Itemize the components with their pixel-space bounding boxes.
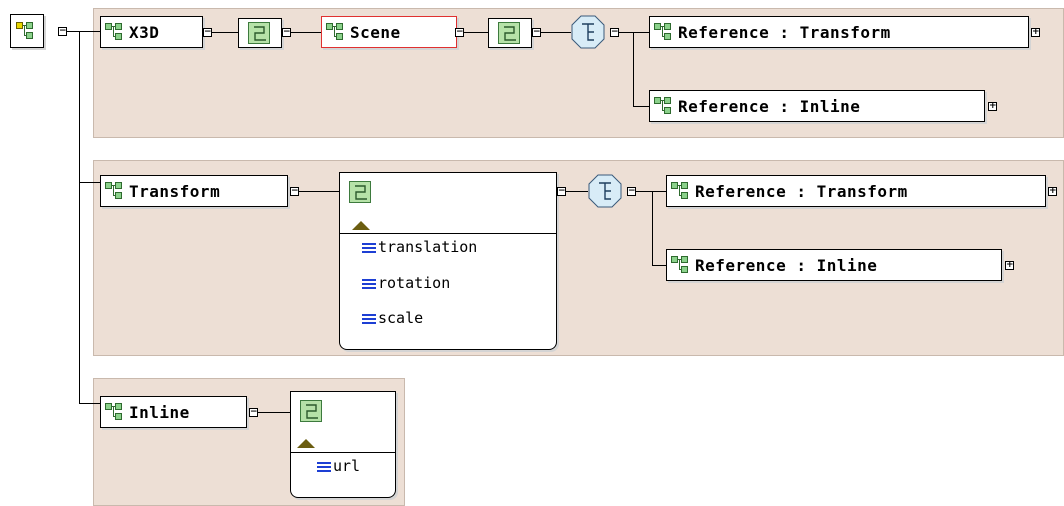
attributes-box: translation rotation scale <box>339 234 557 350</box>
schema-root-icon[interactable] <box>10 14 44 48</box>
attribute-url[interactable]: url <box>317 457 360 475</box>
element-label: Scene <box>350 22 401 42</box>
connector <box>633 32 634 106</box>
element-icon <box>654 21 676 43</box>
connector <box>541 32 571 33</box>
choice-icon <box>582 23 594 41</box>
element-label: Reference : Transform <box>678 22 891 42</box>
reference-inline-expand-toggle[interactable]: + <box>1005 260 1014 270</box>
sequence-expand-toggle[interactable]: − <box>532 27 541 37</box>
attribute-icon <box>317 461 331 472</box>
attribute-translation[interactable]: translation <box>362 238 477 256</box>
transform-expand-toggle[interactable]: − <box>290 186 299 196</box>
inline-expand-toggle[interactable]: − <box>249 407 258 417</box>
sequence-icon <box>498 22 520 44</box>
attribute-icon <box>362 242 376 253</box>
element-icon <box>105 180 127 202</box>
element-icon <box>654 95 676 117</box>
attribute-label: scale <box>378 309 424 327</box>
reference-transform[interactable]: Reference : Transform <box>666 175 1046 207</box>
connector <box>652 265 666 266</box>
attribute-scale[interactable]: scale <box>362 309 423 327</box>
choice-icon <box>599 182 611 200</box>
element-icon <box>671 180 693 202</box>
element-label: Reference : Inline <box>695 255 878 275</box>
connector <box>619 32 649 33</box>
connector <box>291 32 321 33</box>
attributes-box: url <box>290 453 396 498</box>
element-icon <box>671 254 693 276</box>
sequence-compositor[interactable] <box>488 18 532 48</box>
reference-inline-expand-toggle[interactable]: + <box>988 101 997 111</box>
element-label: Reference : Transform <box>695 181 908 201</box>
choice-expand-toggle[interactable]: − <box>627 186 636 196</box>
reference-transform[interactable]: Reference : Transform <box>649 16 1029 48</box>
x3d-expand-toggle[interactable]: − <box>203 27 212 37</box>
choice-compositor[interactable] <box>571 15 605 49</box>
element-label: Transform <box>129 181 221 201</box>
root-expand-toggle[interactable]: − <box>58 26 67 36</box>
connector <box>633 106 649 107</box>
reference-inline[interactable]: Reference : Inline <box>666 249 1002 281</box>
reference-transform-expand-toggle[interactable]: + <box>1048 186 1057 196</box>
sequence-compositor[interactable] <box>339 172 557 234</box>
attribute-icon <box>362 313 376 324</box>
element-icon <box>326 21 348 43</box>
sequence-compositor[interactable] <box>290 391 396 453</box>
sequence-icon <box>248 22 270 44</box>
sequence-expand-toggle[interactable]: − <box>282 27 291 37</box>
choice-compositor[interactable] <box>588 174 622 208</box>
attribute-label: rotation <box>378 274 451 292</box>
connector <box>79 182 100 183</box>
connector <box>464 32 488 33</box>
attributes-toggle-icon[interactable] <box>352 221 370 230</box>
element-transform[interactable]: Transform <box>100 175 288 207</box>
sequence-icon <box>349 181 371 203</box>
connector <box>566 191 588 192</box>
scene-expand-toggle[interactable]: − <box>455 27 464 37</box>
attributes-toggle-icon[interactable] <box>297 439 315 448</box>
connector <box>636 191 666 192</box>
reference-inline[interactable]: Reference : Inline <box>649 90 985 122</box>
attribute-label: url <box>333 457 361 475</box>
connector <box>79 403 100 404</box>
sequence-expand-toggle[interactable]: − <box>557 186 566 196</box>
connector <box>652 191 653 265</box>
attribute-rotation[interactable]: rotation <box>362 274 450 292</box>
element-label: X3D <box>129 22 160 42</box>
connector <box>79 31 80 403</box>
reference-transform-expand-toggle[interactable]: + <box>1031 27 1040 37</box>
attribute-label: translation <box>378 238 478 256</box>
sequence-compositor[interactable] <box>238 18 282 48</box>
element-inline[interactable]: Inline <box>100 396 247 428</box>
connector <box>67 31 100 32</box>
choice-expand-toggle[interactable]: − <box>610 27 619 37</box>
attribute-icon <box>362 278 376 289</box>
element-scene[interactable]: Scene <box>321 16 457 48</box>
connector <box>299 191 339 192</box>
element-icon <box>16 20 38 42</box>
connector <box>212 32 238 33</box>
element-x3d[interactable]: X3D <box>100 16 203 48</box>
connector <box>258 412 290 413</box>
element-icon <box>105 21 127 43</box>
element-label: Reference : Inline <box>678 96 861 116</box>
element-icon <box>105 401 127 423</box>
element-label: Inline <box>129 402 190 422</box>
sequence-icon <box>300 400 322 422</box>
